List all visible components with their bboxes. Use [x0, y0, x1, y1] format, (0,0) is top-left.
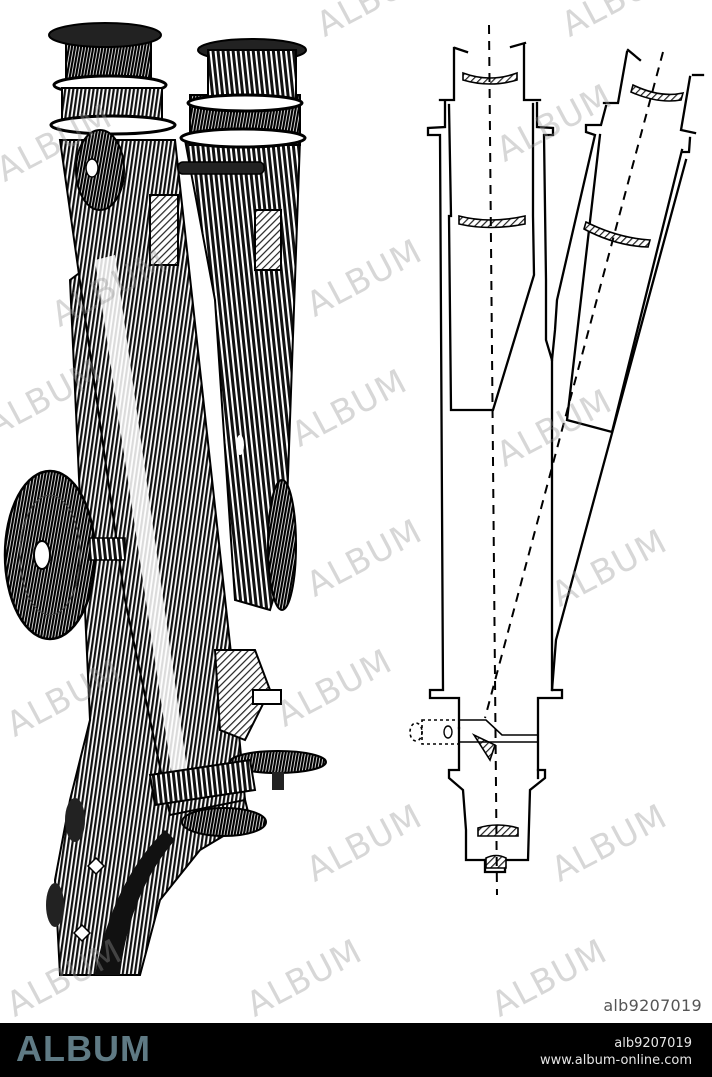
binocular-microscope-engraving [3, 22, 327, 976]
footer-image-id: alb9207019 [614, 1036, 692, 1051]
footer-url-link[interactable]: www.album-online.com [539, 1053, 692, 1068]
image-id-label: alb9207019 [603, 996, 702, 1015]
optical-path-cross-section [409, 24, 705, 896]
footer-bar: ALBUM alb9207019 www.album-online.com [0, 1023, 712, 1077]
illustration-canvas: ALBUM ALBUM ALBUM ALBUM ALBUM ALBUM ALBU… [0, 0, 705, 1023]
album-logo[interactable]: ALBUM [16, 1028, 151, 1069]
footer-meta: alb9207019 www.album-online.com [540, 1035, 692, 1069]
